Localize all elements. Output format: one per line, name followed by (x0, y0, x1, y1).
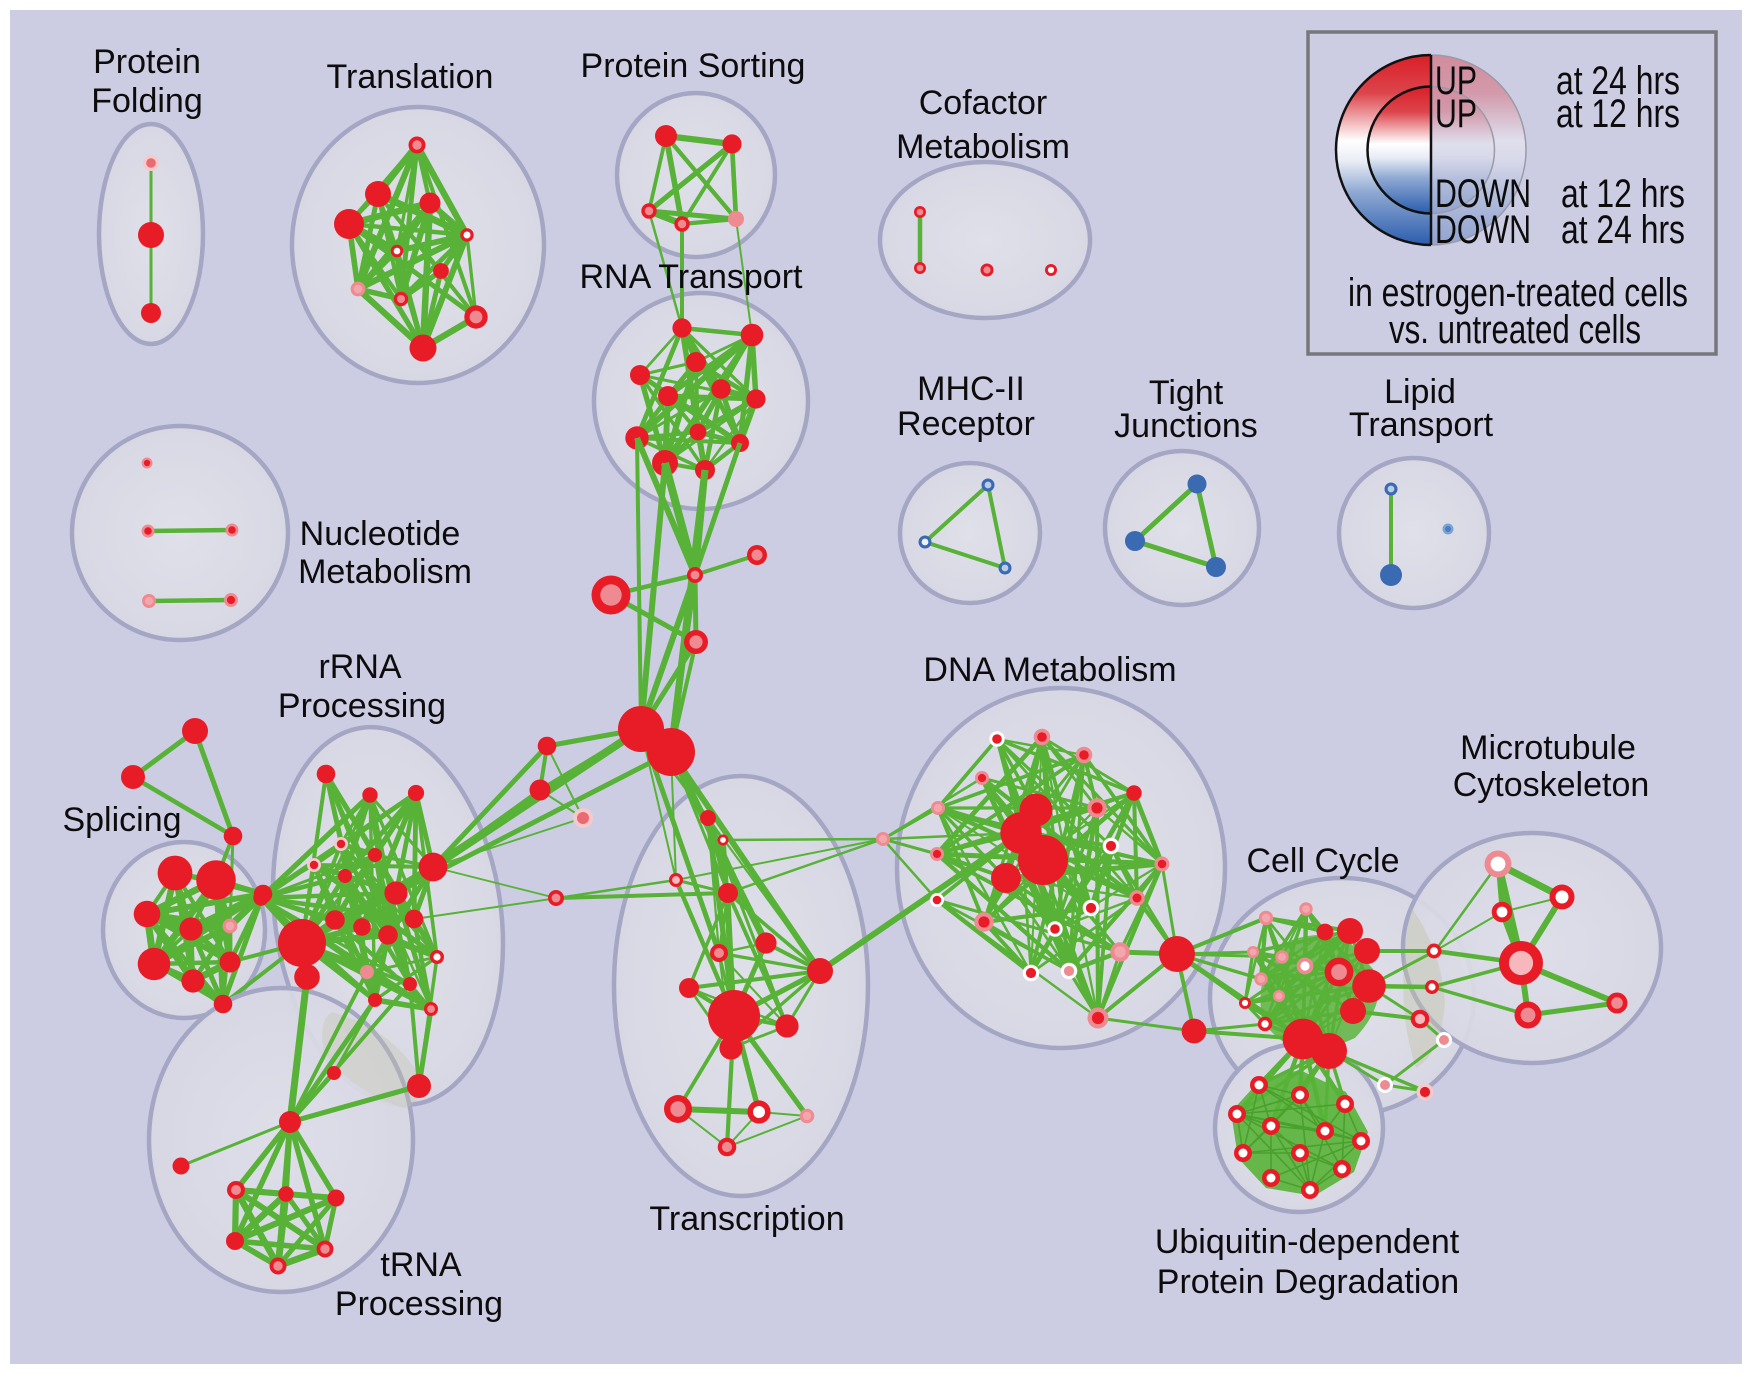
svg-text:Cofactor: Cofactor (919, 84, 1048, 122)
svg-text:Tight: Tight (1149, 374, 1224, 412)
svg-text:Protein Degradation: Protein Degradation (1157, 1263, 1459, 1301)
svg-text:in estrogen-treated cells: in estrogen-treated cells (1348, 271, 1688, 315)
svg-text:vs. untreated cells: vs. untreated cells (1389, 308, 1641, 352)
svg-text:at 12 hrs: at 12 hrs (1561, 172, 1685, 216)
svg-text:Microtubule: Microtubule (1460, 729, 1636, 767)
svg-text:Protein: Protein (93, 43, 201, 81)
svg-text:Cytoskeleton: Cytoskeleton (1453, 766, 1650, 804)
svg-text:Folding: Folding (91, 82, 203, 120)
svg-text:Receptor: Receptor (897, 405, 1035, 443)
svg-text:RNA Transport: RNA Transport (580, 258, 804, 296)
svg-text:at 12 hrs: at 12 hrs (1556, 92, 1680, 136)
svg-text:Metabolism: Metabolism (298, 553, 472, 591)
svg-text:Splicing: Splicing (62, 801, 181, 839)
svg-text:rRNA: rRNA (318, 648, 401, 686)
svg-text:tRNA: tRNA (380, 1246, 462, 1284)
svg-text:MHC-II: MHC-II (917, 370, 1025, 408)
svg-text:DNA Metabolism: DNA Metabolism (923, 651, 1176, 689)
svg-text:Junctions: Junctions (1114, 407, 1258, 445)
svg-text:Nucleotide: Nucleotide (300, 515, 461, 553)
svg-text:Lipid: Lipid (1384, 373, 1456, 411)
svg-text:UP: UP (1435, 59, 1477, 103)
svg-text:DOWN: DOWN (1435, 172, 1531, 216)
svg-text:Transport: Transport (1349, 406, 1494, 444)
svg-text:at 24 hrs: at 24 hrs (1561, 208, 1685, 252)
svg-text:Processing: Processing (335, 1285, 503, 1323)
svg-text:at 24 hrs: at 24 hrs (1556, 59, 1680, 103)
svg-text:Transcription: Transcription (649, 1200, 844, 1238)
svg-text:Cell Cycle: Cell Cycle (1246, 842, 1399, 880)
svg-text:Protein Sorting: Protein Sorting (581, 47, 806, 85)
svg-text:Ubiquitin-dependent: Ubiquitin-dependent (1155, 1223, 1460, 1261)
svg-text:UP: UP (1435, 92, 1477, 136)
svg-text:DOWN: DOWN (1435, 208, 1531, 252)
svg-text:Processing: Processing (278, 687, 446, 725)
svg-text:Translation: Translation (327, 58, 494, 96)
svg-text:Metabolism: Metabolism (896, 128, 1070, 166)
